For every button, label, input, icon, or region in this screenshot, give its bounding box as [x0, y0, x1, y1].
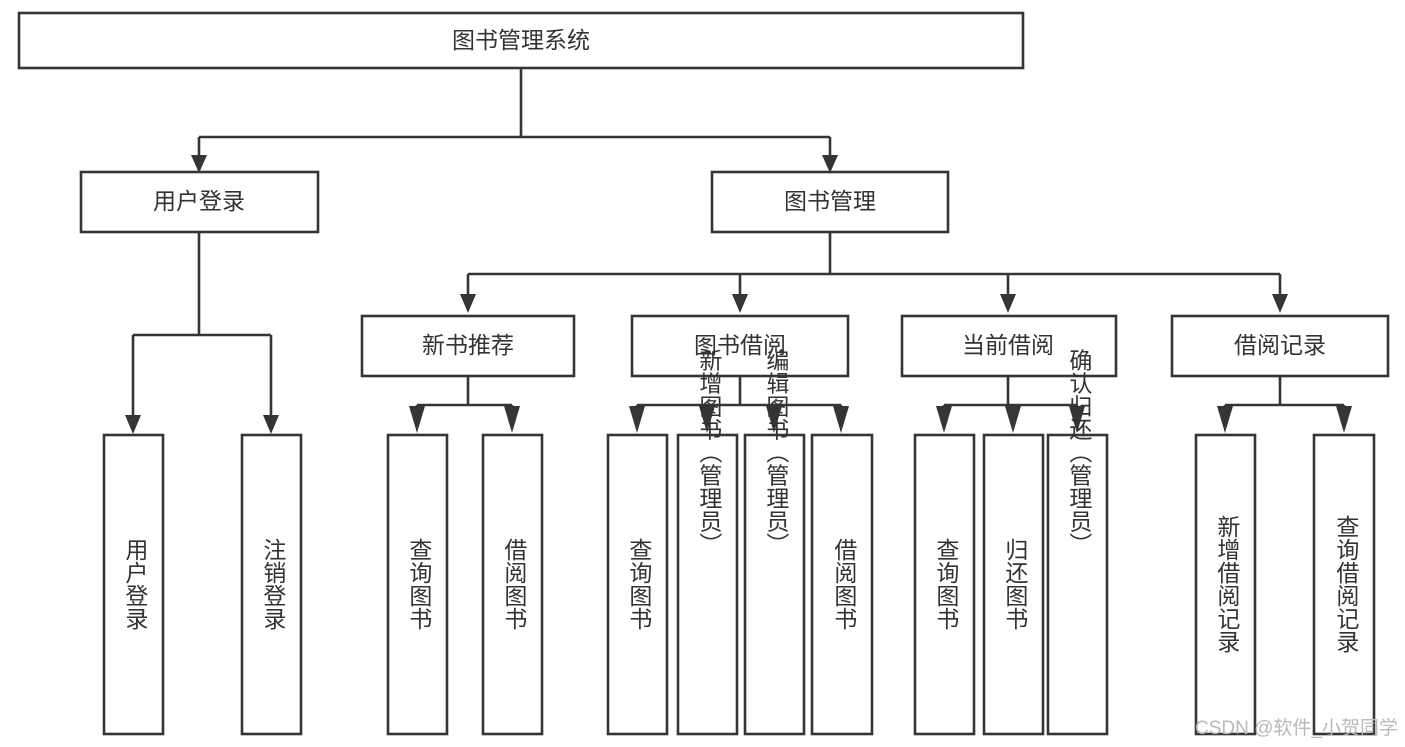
node-current-borrow-label: 当前借阅 [962, 332, 1054, 358]
node-book-borrow[interactable]: 图书借阅 [630, 314, 850, 378]
leaf-new-book-2-box [481, 433, 544, 736]
node-user-login[interactable]: 用户登录 [79, 170, 320, 234]
leaf-new-book-1-label: 查询图书 [406, 538, 433, 630]
arrow-head-current-borrow [1000, 294, 1016, 313]
node-book-borrow-label: 图书借阅 [694, 332, 786, 358]
node-root-system[interactable]: 图书管理系统 [17, 11, 1025, 70]
node-book-management-box [710, 170, 950, 234]
leaf-current-borrow-2-label: 归还图书 [1002, 538, 1029, 630]
arrow-head-leaf-book-borrow-3 [766, 406, 782, 433]
node-root-label: 图书管理系统 [452, 27, 590, 53]
leaf-current-borrow-2[interactable]: 归还图书 [982, 433, 1045, 736]
arrow-head-borrow-record [1272, 294, 1288, 313]
arrow-head-user-login [191, 155, 207, 173]
arrow-head-leaf-borrow-record-2 [1336, 406, 1352, 433]
leaf-book-borrow-3-box [743, 433, 806, 736]
node-root-box [17, 11, 1025, 70]
leaf-user-login-2-box [240, 433, 303, 736]
leaf-borrow-record-2-label: 查询借阅记录 [1333, 515, 1360, 653]
leaf-borrow-record-2[interactable]: 查询借阅记录 [1312, 433, 1376, 736]
leaf-book-borrow-4-box [810, 433, 874, 736]
leaf-current-borrow-3-label: 确认归还（管理员） [1066, 349, 1093, 556]
node-user-login-box [79, 170, 320, 234]
connector-layer [125, 68, 1352, 434]
arrow-head-leaf-borrow-record-1 [1217, 406, 1233, 433]
leaf-user-login-2-label: 注销登录 [260, 538, 287, 630]
leaf-new-book-1-box [386, 433, 449, 736]
arrow-head-leaf-new-book-2 [504, 406, 520, 433]
arrow-head-leaf-book-borrow-4 [833, 406, 849, 433]
leaf-book-borrow-1[interactable]: 查询图书 [606, 433, 669, 736]
arrow-head-leaf-book-borrow-2 [699, 406, 715, 433]
node-book-borrow-box [630, 314, 850, 378]
arrow-head-book-borrow [732, 294, 748, 313]
leaf-user-login-1-label: 用户登录 [122, 538, 149, 630]
arrow-head-leaf-current-borrow-3 [1069, 406, 1085, 433]
node-new-book-recommend-box [360, 314, 576, 378]
leaf-borrow-record-1-label: 新增借阅记录 [1214, 515, 1241, 653]
node-book-management-label: 图书管理 [784, 188, 876, 214]
node-new-book-recommend-label: 新书推荐 [422, 332, 514, 358]
csdn-watermark: CSDN @软件_小贺同学 [1195, 717, 1398, 739]
leaf-book-borrow-2-label: 新增图书（管理员） [696, 349, 723, 556]
node-user-login-label: 用户登录 [153, 188, 245, 214]
leaf-book-borrow-4[interactable]: 借阅图书 [810, 433, 874, 736]
leaf-book-borrow-3-label: 编辑图书（管理员） [763, 349, 790, 556]
arrow-head-leaf-book-borrow-1 [629, 406, 645, 433]
leaf-current-borrow-1-box [913, 433, 976, 736]
leaf-borrow-record-1[interactable]: 新增借阅记录 [1194, 433, 1257, 736]
node-book-management[interactable]: 图书管理 [710, 170, 950, 234]
leaf-book-borrow-4-label: 借阅图书 [831, 538, 858, 630]
leaf-current-borrow-1[interactable]: 查询图书 [913, 433, 976, 736]
leaf-new-book-1[interactable]: 查询图书 [386, 433, 449, 736]
node-current-borrow-box [900, 314, 1118, 378]
arrow-head-leaf-current-borrow-1 [936, 406, 952, 433]
arrow-head-new-book-recommend [460, 294, 476, 313]
leaf-current-borrow-3[interactable]: 确认归还（管理员） [1046, 349, 1109, 736]
node-borrow-record[interactable]: 借阅记录 [1170, 314, 1390, 378]
leaf-user-login-1[interactable]: 用户登录 [102, 433, 165, 736]
leaf-new-book-2-label: 借阅图书 [501, 538, 528, 630]
leaf-book-borrow-1-label: 查询图书 [626, 538, 653, 630]
node-borrow-record-box [1170, 314, 1390, 378]
node-new-book-recommend[interactable]: 新书推荐 [360, 314, 576, 378]
leaf-book-borrow-3[interactable]: 编辑图书（管理员） [743, 349, 806, 736]
leaf-book-borrow-1-box [606, 433, 669, 736]
leaf-current-borrow-3-box [1046, 433, 1109, 736]
node-borrow-record-label: 借阅记录 [1234, 332, 1326, 358]
leaf-book-borrow-2[interactable]: 新增图书（管理员） [676, 349, 739, 736]
leaf-new-book-2[interactable]: 借阅图书 [481, 433, 544, 736]
leaf-current-borrow-1-label: 查询图书 [933, 538, 960, 630]
leaf-current-borrow-2-box [982, 433, 1045, 736]
node-current-borrow[interactable]: 当前借阅 [900, 314, 1118, 378]
arrow-head-leaf-user-login-1 [125, 415, 141, 434]
leaf-borrow-record-1-box [1194, 433, 1257, 736]
arrow-head-leaf-current-borrow-2 [1005, 406, 1021, 433]
arrow-head-leaf-new-book-1 [409, 406, 425, 433]
leaf-borrow-record-2-box [1312, 433, 1376, 736]
leaf-user-login-2[interactable]: 注销登录 [240, 433, 303, 736]
arrow-head-leaf-user-login-2 [263, 415, 279, 434]
leaf-user-login-1-box [102, 433, 165, 736]
leaf-book-borrow-2-box [676, 433, 739, 736]
arrow-head-book-mgmt [822, 155, 838, 173]
